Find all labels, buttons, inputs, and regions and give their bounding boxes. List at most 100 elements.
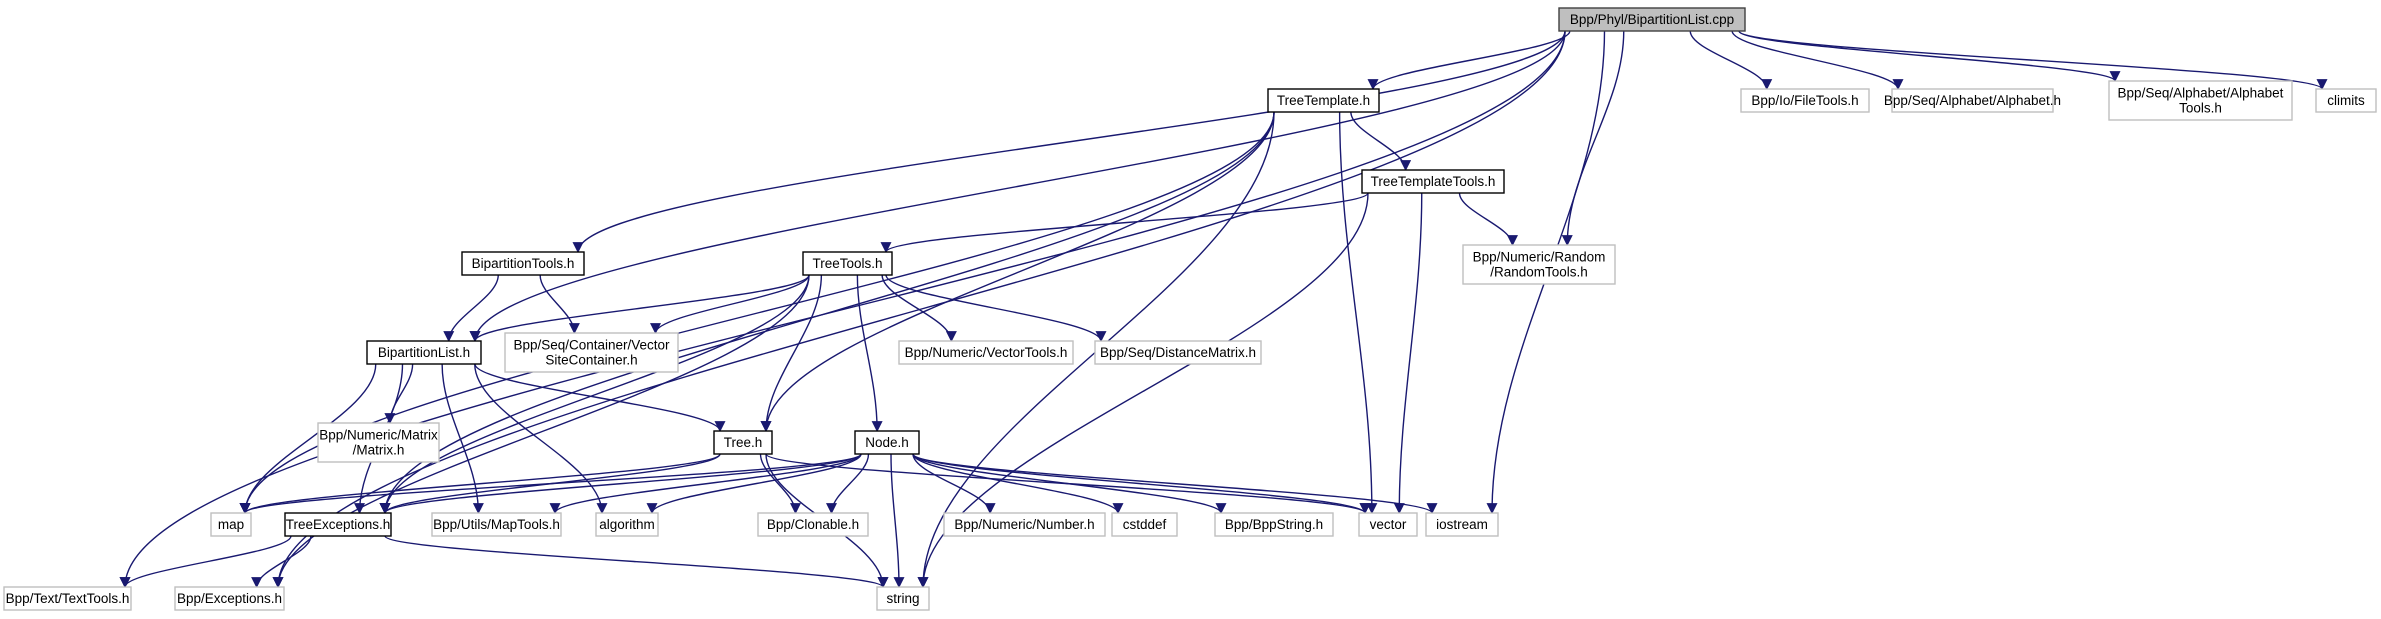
node-box[interactable] bbox=[3, 586, 132, 611]
edge-node-to-bppstring bbox=[912, 453, 1227, 515]
edge-node-to-string bbox=[890, 453, 905, 589]
node-treetools[interactable]: TreeTools.h bbox=[802, 251, 893, 276]
edges-layer bbox=[119, 30, 2328, 589]
node-label: Node.h bbox=[865, 435, 909, 450]
node-box[interactable] bbox=[431, 512, 562, 537]
node-label: Bpp/Seq/Container/Vector bbox=[513, 338, 670, 353]
edge-bipartitionlist-to-matrix bbox=[384, 363, 414, 425]
node-box[interactable] bbox=[876, 586, 930, 611]
node-box[interactable] bbox=[802, 251, 893, 276]
edge-treetools-to-vectorsitecontainer bbox=[650, 274, 810, 335]
node-box[interactable] bbox=[366, 340, 482, 365]
node-box[interactable] bbox=[595, 512, 659, 537]
node-box[interactable] bbox=[1267, 88, 1380, 113]
node-box[interactable] bbox=[317, 422, 440, 463]
node-label: BipartitionTools.h bbox=[472, 256, 575, 271]
edge-treeexceptions-to-exceptions bbox=[251, 535, 312, 589]
edge-node-to-map bbox=[239, 453, 862, 515]
node-box[interactable] bbox=[1425, 512, 1499, 537]
node-label: Tree.h bbox=[724, 435, 763, 450]
edge-root-to-filetools bbox=[1689, 30, 1773, 91]
node-exceptions[interactable]: Bpp/Exceptions.h bbox=[174, 586, 285, 611]
node-label: Bpp/Phyl/BipartitionList.cpp bbox=[1570, 12, 1734, 27]
node-label: Bpp/Io/FileTools.h bbox=[1751, 93, 1858, 108]
edge-bipartitiontools-to-bipartitionlist bbox=[443, 274, 499, 343]
node-algorithm[interactable]: algorithm bbox=[595, 512, 659, 537]
node-label: Bpp/Utils/MapTools.h bbox=[433, 517, 560, 532]
edge-root-to-randomtools bbox=[1561, 30, 1625, 247]
node-bipartitionlist[interactable]: BipartitionList.h bbox=[366, 340, 482, 365]
node-box[interactable] bbox=[1558, 7, 1746, 32]
node-matrix[interactable]: Bpp/Numeric/Matrix/Matrix.h bbox=[317, 422, 440, 463]
edge-treetools-to-treeexceptions bbox=[379, 274, 810, 515]
node-box[interactable] bbox=[713, 430, 773, 455]
node-alphabet[interactable]: Bpp/Seq/Alphabet/Alphabet.h bbox=[1884, 88, 2061, 113]
node-string[interactable]: string bbox=[876, 586, 930, 611]
node-box[interactable] bbox=[461, 251, 585, 276]
node-maptools[interactable]: Bpp/Utils/MapTools.h bbox=[431, 512, 562, 537]
node-bipartitiontools[interactable]: BipartitionTools.h bbox=[461, 251, 585, 276]
edge-bipartitionlist-to-tree bbox=[474, 363, 726, 433]
node-texttools[interactable]: Bpp/Text/TextTools.h bbox=[3, 586, 132, 611]
node-treetemplate[interactable]: TreeTemplate.h bbox=[1267, 88, 1380, 113]
node-label: /Matrix.h bbox=[353, 443, 405, 458]
node-box[interactable] bbox=[1462, 244, 1616, 285]
edge-bipartitiontools-to-vectorsitecontainer bbox=[539, 274, 580, 335]
node-box[interactable] bbox=[174, 586, 285, 611]
edge-tree-to-map bbox=[239, 453, 721, 515]
node-clonable[interactable]: Bpp/Clonable.h bbox=[757, 512, 869, 537]
node-box[interactable] bbox=[2315, 88, 2377, 113]
node-box[interactable] bbox=[1111, 512, 1178, 537]
node-box[interactable] bbox=[757, 512, 869, 537]
node-label: BipartitionList.h bbox=[378, 345, 470, 360]
node-treeexceptions[interactable]: TreeExceptions.h bbox=[284, 512, 392, 537]
node-number[interactable]: Bpp/Numeric/Number.h bbox=[943, 512, 1106, 537]
edge-node-to-algorithm bbox=[646, 453, 862, 515]
node-box[interactable] bbox=[2108, 80, 2293, 121]
node-cstddef[interactable]: cstddef bbox=[1111, 512, 1178, 537]
node-label: cstddef bbox=[1123, 517, 1167, 532]
edge-treetemplatetools-to-vector bbox=[1393, 192, 1423, 515]
edge-bipartitionlist-to-algorithm bbox=[474, 363, 608, 515]
node-box[interactable] bbox=[1361, 169, 1505, 194]
edge-node-to-cstddef bbox=[912, 453, 1124, 515]
node-vectortools[interactable]: Bpp/Numeric/VectorTools.h bbox=[898, 340, 1074, 365]
node-node[interactable]: Node.h bbox=[854, 430, 920, 455]
edge-treeexceptions-to-string bbox=[384, 535, 889, 589]
edge-treetools-to-exceptions bbox=[272, 274, 810, 589]
node-randomtools[interactable]: Bpp/Numeric/Random/RandomTools.h bbox=[1462, 244, 1616, 285]
node-box[interactable] bbox=[854, 430, 920, 455]
node-box[interactable] bbox=[1358, 512, 1418, 537]
node-treetemplatetools[interactable]: TreeTemplateTools.h bbox=[1361, 169, 1505, 194]
node-label: map bbox=[218, 517, 244, 532]
node-label: Bpp/Clonable.h bbox=[767, 517, 859, 532]
node-vector[interactable]: vector bbox=[1358, 512, 1418, 537]
node-box[interactable] bbox=[1214, 512, 1334, 537]
node-label: string bbox=[886, 591, 919, 606]
edge-treetools-to-tree bbox=[760, 274, 823, 433]
node-bppstring[interactable]: Bpp/BppString.h bbox=[1214, 512, 1334, 537]
node-box[interactable] bbox=[943, 512, 1106, 537]
node-box[interactable] bbox=[210, 512, 252, 537]
node-iostream[interactable]: iostream bbox=[1425, 512, 1499, 537]
node-box[interactable] bbox=[284, 512, 392, 537]
edge-root-to-exceptions bbox=[272, 30, 1566, 589]
node-map[interactable]: map bbox=[210, 512, 252, 537]
node-box[interactable] bbox=[1094, 340, 1262, 365]
node-root[interactable]: Bpp/Phyl/BipartitionList.cpp bbox=[1558, 7, 1746, 32]
node-label: Bpp/Exceptions.h bbox=[177, 591, 282, 606]
node-filetools[interactable]: Bpp/Io/FileTools.h bbox=[1740, 88, 1870, 113]
node-box[interactable] bbox=[504, 332, 679, 373]
node-box[interactable] bbox=[898, 340, 1074, 365]
node-label: vector bbox=[1370, 517, 1407, 532]
edge-node-to-number bbox=[912, 453, 996, 515]
node-box[interactable] bbox=[1740, 88, 1870, 113]
node-tree[interactable]: Tree.h bbox=[713, 430, 773, 455]
node-climits[interactable]: climits bbox=[2315, 88, 2377, 113]
node-distancematrix[interactable]: Bpp/Seq/DistanceMatrix.h bbox=[1094, 340, 1262, 365]
node-box[interactable] bbox=[1891, 88, 2054, 113]
node-label: TreeExceptions.h bbox=[286, 517, 391, 532]
